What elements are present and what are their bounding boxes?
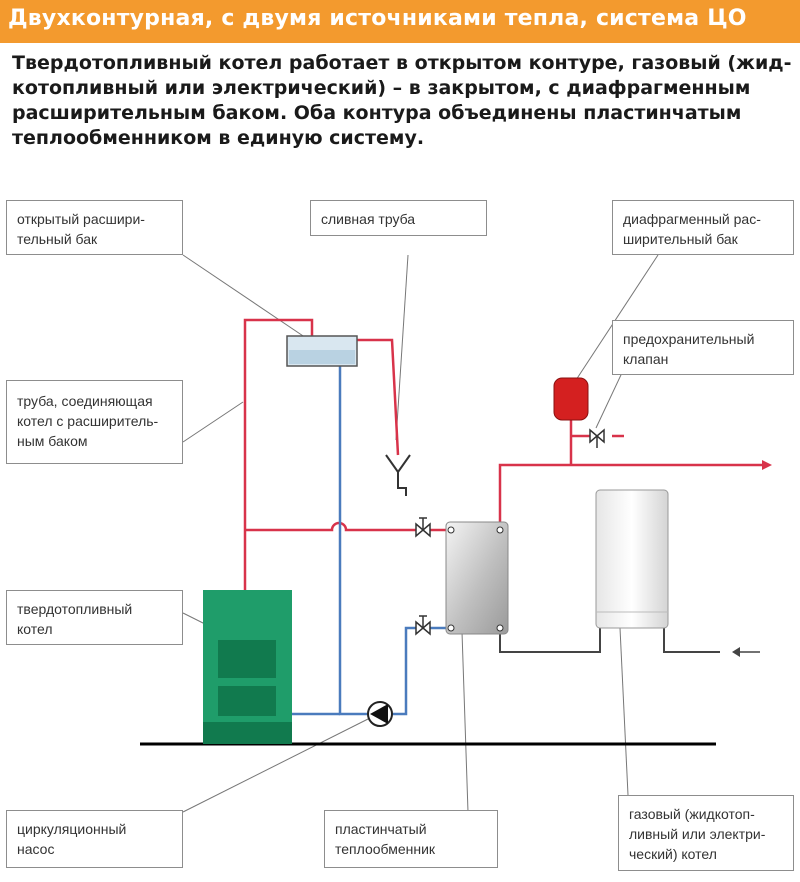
label-line: насос [17,841,55,857]
label-line: циркуляционный [17,821,127,837]
valve-stems [419,436,598,628]
cold-pipes [292,364,446,716]
intro-line: Твердотопливный котел работает в открыто… [12,52,792,74]
label-line: котел [17,621,53,637]
drain-funnel-icon [385,454,411,496]
valve-icons [415,428,605,636]
leader-lines [182,254,659,813]
diaphragm-tank [553,377,589,421]
label-line: ческий) котел [629,846,717,862]
intro-text: Твердотопливный котел работает в открыто… [12,51,792,151]
label-line: ным баком [17,433,88,449]
label-line: открытый расшири- [17,211,145,227]
label-drain-pipe: сливная труба [310,200,487,236]
gas-boiler [595,489,669,629]
return-inlet-arrow [732,647,740,657]
label-gas-boiler: газовый (жидкотоп- ливный или электри- ч… [618,795,794,871]
solid-fuel-boiler [203,590,292,744]
label-line: ливный или электри- [629,826,766,842]
page-title: Двухконтурная, с двумя источниками тепла… [8,6,747,31]
label-circulation-pump: циркуляционный насос [6,810,183,868]
hot-pipes [243,318,762,590]
open-expansion-tank [286,335,358,367]
label-diaphragm-tank: диафрагменный рас- ширительный бак [612,200,794,255]
label-line: предохранительный [623,331,755,347]
label-connecting-pipe: труба, соединяющая котел с расширитель- … [6,380,183,464]
label-line: клапан [623,351,669,367]
label-line: теплообменник [335,841,436,857]
intro-line: расширительным баком. Оба контура объеди… [12,102,742,124]
label-line: труба, соединяющая [17,393,153,409]
label-line: пластинчатый [335,821,427,837]
return-pipes [499,628,720,653]
intro-line: теплообменником в единую систему. [12,127,425,149]
label-line: котел с расширитель- [17,413,159,429]
label-safety-valve: предохранительный клапан [612,320,794,375]
label-line: ширительный бак [623,231,738,247]
label-open-expansion-tank: открытый расшири- тельный бак [6,200,183,255]
hot-outlet-arrow [762,460,772,470]
intro-line: котопливный или электрический) – в закры… [12,77,751,99]
label-line: твердотопливный [17,601,133,617]
label-line: тельный бак [17,231,98,247]
label-line: диафрагменный рас- [623,211,761,227]
plate-heat-exchanger [445,521,509,635]
label-plate-exchanger: пластинчатый теплообменник [324,810,498,868]
label-line: газовый (жидкотоп- [629,806,755,822]
label-solid-fuel-boiler: твердотопливный котел [6,590,183,645]
label-line: сливная труба [321,211,416,227]
circulation-pump [367,701,393,727]
header-bar: Двухконтурная, с двумя источниками тепла… [0,0,800,43]
